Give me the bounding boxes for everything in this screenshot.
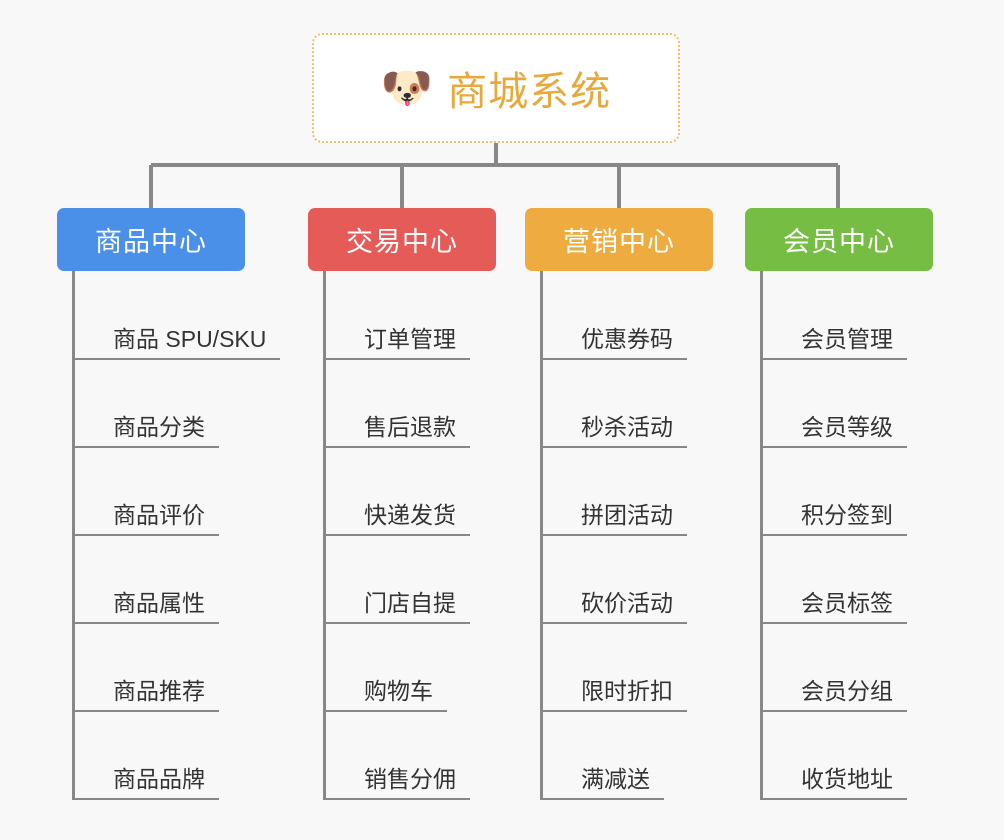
leaf-label: 商品推荐 xyxy=(75,677,219,712)
leaf-item[interactable]: 购物车 xyxy=(326,624,496,712)
leaf-label: 秒杀活动 xyxy=(543,413,687,448)
leaf-label: 商品属性 xyxy=(75,589,219,624)
root-title: 商城系统 xyxy=(447,70,612,114)
leaf-label: 商品 SPU/SKU xyxy=(75,325,281,360)
leaf-label: 销售分佣 xyxy=(326,765,470,800)
branch-header-label: 会员中心 xyxy=(783,227,895,257)
leaf-item[interactable]: 商品评价 xyxy=(75,448,245,536)
branch-items-marketing: 优惠券码 秒杀活动 拼团活动 砍价活动 限时折扣 满减送 xyxy=(540,271,713,800)
leaf-label: 购物车 xyxy=(326,677,447,712)
leaf-label: 满减送 xyxy=(543,765,664,800)
leaf-item[interactable]: 商品 SPU/SKU xyxy=(75,272,281,360)
leaf-item[interactable]: 门店自提 xyxy=(326,536,496,624)
leaf-item[interactable]: 砍价活动 xyxy=(543,536,713,624)
leaf-item[interactable]: 销售分佣 xyxy=(326,712,496,800)
leaf-label: 快递发货 xyxy=(326,501,470,536)
leaf-label: 砍价活动 xyxy=(543,589,687,624)
branch-items-member: 会员管理 会员等级 积分签到 会员标签 会员分组 收货地址 xyxy=(760,271,933,800)
branch-header-label: 交易中心 xyxy=(346,227,458,257)
branch-header-member[interactable]: 会员中心 xyxy=(745,208,933,271)
leaf-item[interactable]: 秒杀活动 xyxy=(543,360,713,448)
leaf-label: 商品评价 xyxy=(75,501,219,536)
leaf-item[interactable]: 会员分组 xyxy=(763,624,933,712)
leaf-item[interactable]: 拼团活动 xyxy=(543,448,713,536)
root-node[interactable]: 🐶 商城系统 xyxy=(312,33,680,143)
leaf-item[interactable]: 会员等级 xyxy=(763,360,933,448)
leaf-label: 门店自提 xyxy=(326,589,470,624)
branch-column-trade: 交易中心 订单管理 售后退款 快递发货 门店自提 购物车 销售分佣 xyxy=(308,208,496,800)
leaf-label: 会员标签 xyxy=(763,589,907,624)
leaf-item[interactable]: 售后退款 xyxy=(326,360,496,448)
leaf-item[interactable]: 优惠券码 xyxy=(543,272,713,360)
leaf-label: 会员等级 xyxy=(763,413,907,448)
leaf-label: 积分签到 xyxy=(763,501,907,536)
branch-header-marketing[interactable]: 营销中心 xyxy=(525,208,713,271)
leaf-label: 优惠券码 xyxy=(543,325,687,360)
leaf-label: 商品分类 xyxy=(75,413,219,448)
branch-items-trade: 订单管理 售后退款 快递发货 门店自提 购物车 销售分佣 xyxy=(323,271,496,800)
branch-column-member: 会员中心 会员管理 会员等级 积分签到 会员标签 会员分组 收货地址 xyxy=(745,208,933,800)
branch-column-product: 商品中心 商品 SPU/SKU 商品分类 商品评价 商品属性 商品推荐 商品品牌 xyxy=(57,208,281,800)
branch-header-label: 商品中心 xyxy=(95,227,207,257)
leaf-item[interactable]: 商品属性 xyxy=(75,536,245,624)
leaf-item[interactable]: 商品品牌 xyxy=(75,712,245,800)
leaf-item[interactable]: 商品推荐 xyxy=(75,624,245,712)
leaf-label: 订单管理 xyxy=(326,325,470,360)
branch-items-product: 商品 SPU/SKU 商品分类 商品评价 商品属性 商品推荐 商品品牌 xyxy=(72,271,281,800)
branch-header-label: 营销中心 xyxy=(563,227,675,257)
branch-header-trade[interactable]: 交易中心 xyxy=(308,208,496,271)
leaf-label: 售后退款 xyxy=(326,413,470,448)
leaf-item[interactable]: 快递发货 xyxy=(326,448,496,536)
leaf-label: 收货地址 xyxy=(763,765,907,800)
leaf-label: 会员管理 xyxy=(763,325,907,360)
leaf-item[interactable]: 会员管理 xyxy=(763,272,933,360)
branch-header-product[interactable]: 商品中心 xyxy=(57,208,245,271)
dog-face-icon: 🐶 xyxy=(380,64,434,111)
branch-column-marketing: 营销中心 优惠券码 秒杀活动 拼团活动 砍价活动 限时折扣 满减送 xyxy=(525,208,713,800)
leaf-item[interactable]: 满减送 xyxy=(543,712,713,800)
leaf-item[interactable]: 订单管理 xyxy=(326,272,496,360)
leaf-label: 商品品牌 xyxy=(75,765,219,800)
leaf-label: 限时折扣 xyxy=(543,677,687,712)
leaf-item[interactable]: 会员标签 xyxy=(763,536,933,624)
leaf-label: 拼团活动 xyxy=(543,501,687,536)
leaf-item[interactable]: 商品分类 xyxy=(75,360,245,448)
leaf-label: 会员分组 xyxy=(763,677,907,712)
leaf-item[interactable]: 积分签到 xyxy=(763,448,933,536)
leaf-item[interactable]: 收货地址 xyxy=(763,712,933,800)
leaf-item[interactable]: 限时折扣 xyxy=(543,624,713,712)
